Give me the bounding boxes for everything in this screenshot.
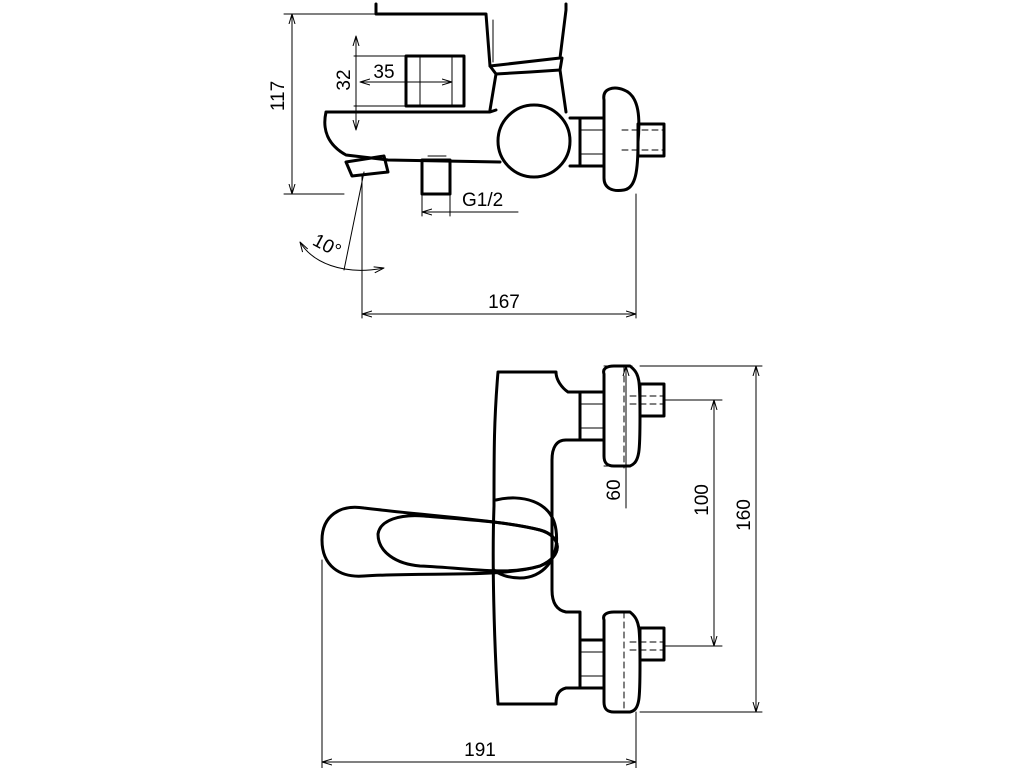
inlet-connector xyxy=(636,122,666,158)
spout-body xyxy=(323,108,502,164)
grip-width-label: 35 xyxy=(373,62,394,83)
shower-outlet xyxy=(420,158,452,196)
overall-width-label: 191 xyxy=(464,740,496,761)
hex-nut-upper xyxy=(578,390,606,442)
inlet-connector-lower xyxy=(638,626,666,662)
overall-height-label: 160 xyxy=(734,499,755,531)
grip-height-label: 32 xyxy=(334,69,355,90)
wall-flange xyxy=(602,86,641,192)
angle-arc xyxy=(300,242,384,270)
eccentric-label: 60 xyxy=(604,479,625,500)
height-label: 117 xyxy=(268,81,289,111)
cartridge-cap xyxy=(492,496,559,580)
mixer-body xyxy=(491,370,582,706)
depth-label: 167 xyxy=(488,292,520,313)
lever-base-right xyxy=(558,68,568,114)
spout-outlet xyxy=(344,154,390,178)
lever-base xyxy=(488,72,498,112)
valve-body xyxy=(496,103,572,179)
wall-flange-lower xyxy=(602,610,642,714)
angle-ray xyxy=(343,171,365,271)
diverter-knob xyxy=(404,54,466,108)
front-view: 60 100 160 191 xyxy=(320,364,763,768)
side-view: 117 32 35 G1/2 10° 167 xyxy=(268,2,666,319)
inlet-connector-upper xyxy=(638,382,666,418)
hex-nut-lower xyxy=(578,638,606,690)
wall-flange-upper xyxy=(602,364,642,468)
thread-label: G1/2 xyxy=(462,190,503,211)
front-lever-inner xyxy=(376,514,559,573)
spacing-label: 100 xyxy=(692,484,713,516)
lever-neck xyxy=(488,56,564,76)
hex-nut xyxy=(578,116,606,168)
